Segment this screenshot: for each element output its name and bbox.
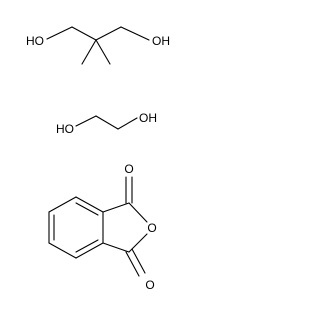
hydroxyl-label-left: HO [26, 34, 44, 48]
bond [48, 196, 77, 213]
bond [75, 196, 104, 213]
molecule-ethylene-glycol: HO OH [56, 111, 157, 136]
bond [48, 242, 77, 259]
bond [102, 202, 130, 213]
bond [95, 115, 119, 130]
bond [75, 242, 104, 259]
carbonyl-oxygen-bottom-label: O [145, 278, 154, 292]
aromatic-inner-bond [75, 202, 99, 216]
bond [46, 26, 73, 40]
bond [102, 242, 130, 253]
aromatic-inner-bond [75, 239, 99, 253]
carbonyl-bond [131, 248, 146, 274]
bond [81, 39, 97, 65]
bond [117, 117, 138, 130]
ring-oxygen-label: O [147, 221, 156, 235]
bond [75, 115, 97, 127]
bond [128, 202, 148, 223]
bond [95, 39, 111, 65]
carbonyl-bond [125, 251, 140, 277]
hydroxyl-label-right: OH [139, 111, 157, 125]
structure-canvas: HO OH HO OH [26, 26, 170, 292]
hydroxyl-label-right: OH [152, 34, 170, 48]
bond [71, 26, 97, 41]
bond [120, 26, 150, 41]
bond [95, 26, 122, 41]
molecule-neopentyl-glycol: HO OH [26, 26, 170, 65]
molecule-phthalic-anhydride: O O O [48, 162, 157, 292]
carbonyl-oxygen-top-label: O [124, 162, 133, 176]
chemical-structures-svg: HO OH HO OH [26, 26, 170, 292]
hydroxyl-label-left: HO [56, 122, 74, 136]
